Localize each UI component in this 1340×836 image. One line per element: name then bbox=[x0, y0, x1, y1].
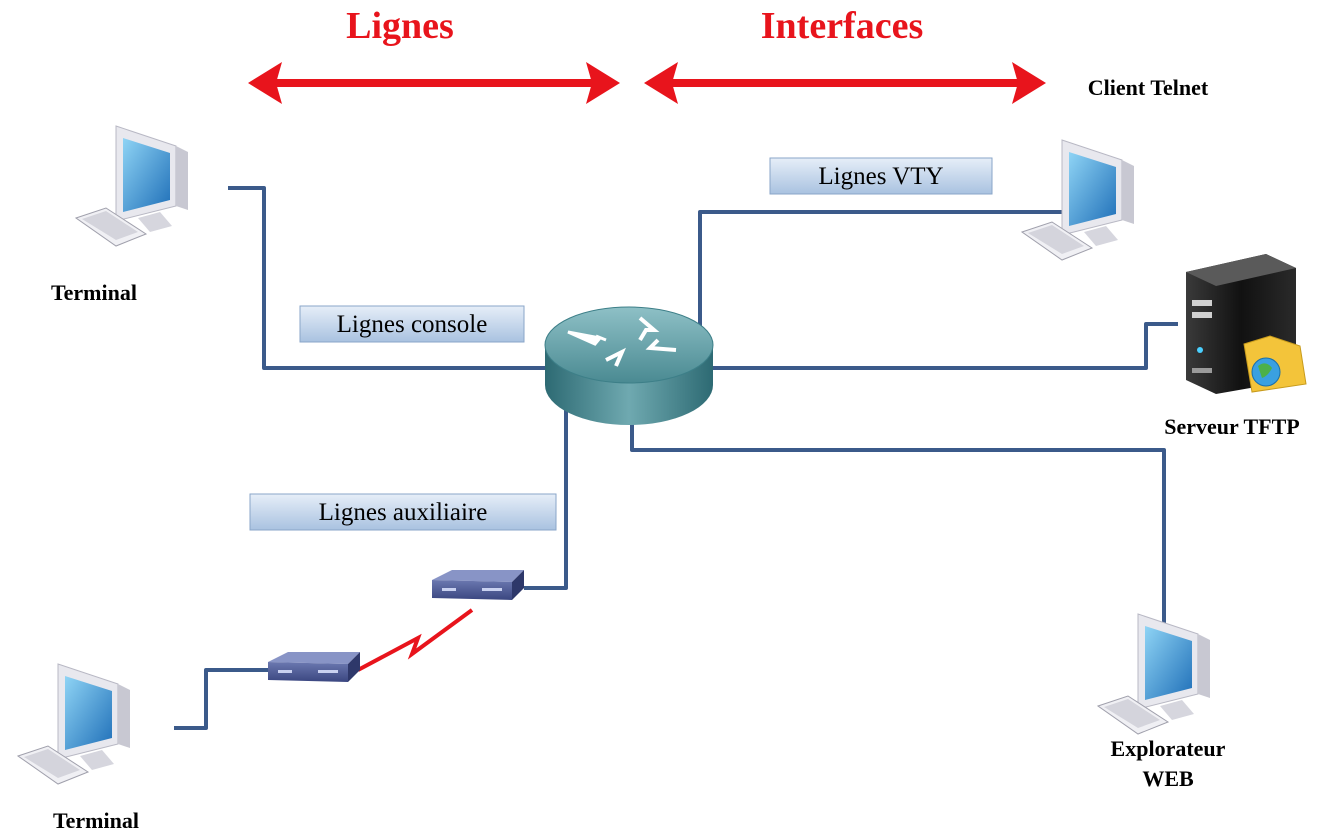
interfaces-header: Interfaces bbox=[761, 5, 923, 47]
web-browser-label-line2: WEB bbox=[1142, 766, 1194, 791]
aux-link bbox=[524, 396, 568, 590]
terminal-top-label: Terminal bbox=[51, 280, 137, 305]
router-icon bbox=[544, 306, 714, 425]
serial-lightning-link bbox=[357, 608, 474, 672]
vty-label-box: Lignes VTY bbox=[769, 157, 993, 195]
server-icon bbox=[1186, 254, 1307, 394]
terminal-bottom-computer-icon bbox=[17, 663, 131, 785]
telnet-client-label: Client Telnet bbox=[1088, 75, 1209, 100]
web-browser-computer-icon bbox=[1097, 613, 1211, 735]
lines-span-arrow bbox=[248, 62, 620, 104]
lines-header: Lignes bbox=[346, 5, 454, 47]
terminal-top-computer-icon bbox=[75, 125, 189, 247]
terminal-bottom-label: Terminal bbox=[53, 808, 139, 833]
telnet-client-computer-icon bbox=[1021, 139, 1135, 261]
aux-label: Lignes auxiliaire bbox=[319, 499, 488, 526]
interfaces-span-arrow bbox=[644, 62, 1046, 104]
modem-icon-upper bbox=[432, 570, 524, 600]
web-link bbox=[630, 404, 1166, 626]
tftp-link bbox=[712, 322, 1178, 370]
web-browser-label-line1: Explorateur bbox=[1111, 736, 1226, 761]
console-label-box: Lignes console bbox=[299, 305, 525, 343]
bottom-terminal-link bbox=[174, 668, 272, 730]
console-label: Lignes console bbox=[337, 311, 488, 338]
vty-link bbox=[698, 210, 1086, 350]
console-link bbox=[228, 186, 548, 370]
vty-label: Lignes VTY bbox=[818, 163, 943, 190]
aux-label-box: Lignes auxiliaire bbox=[249, 493, 557, 531]
modem-icon-lower bbox=[268, 652, 360, 682]
tftp-server-label: Serveur TFTP bbox=[1164, 414, 1299, 439]
